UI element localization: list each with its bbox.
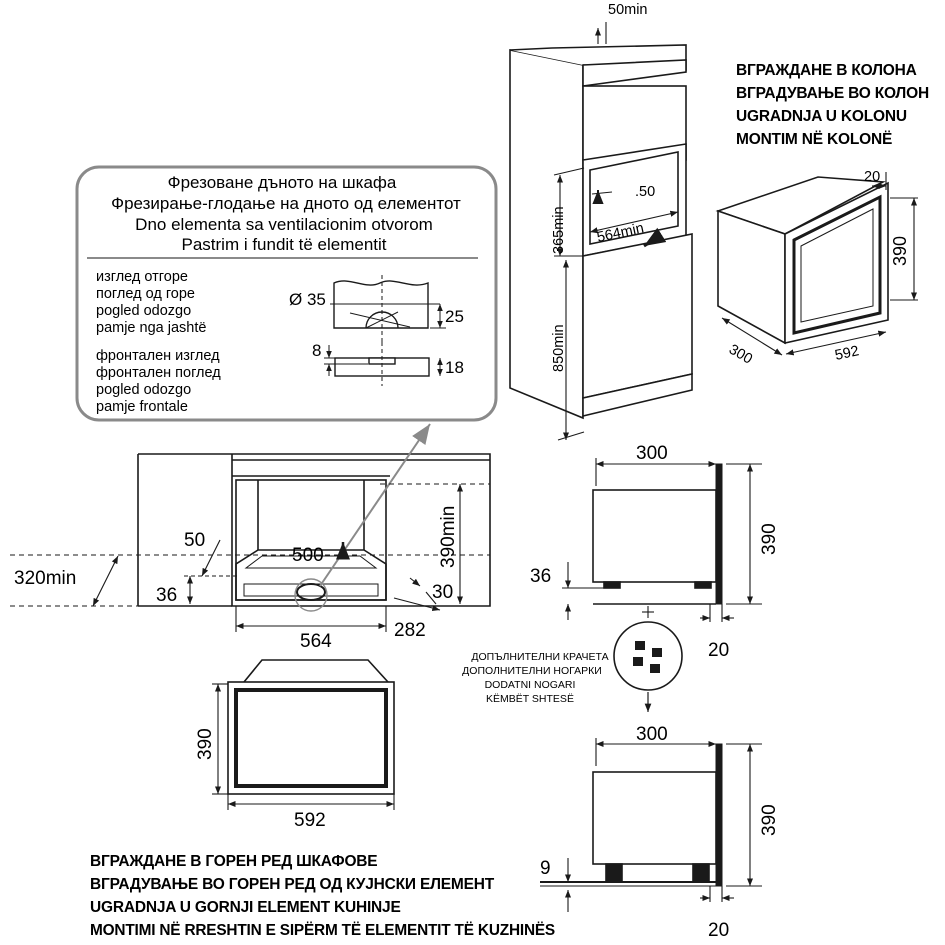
top-view-drawing: [330, 275, 446, 345]
side2-depth-300: 300: [636, 724, 668, 745]
top-gap-label: 50min: [608, 2, 648, 18]
milling-callout: Фрезоване дъното на шкафа Фрезирање-глод…: [75, 165, 498, 422]
callout-frame: [75, 165, 498, 422]
dim-30: 30: [432, 582, 453, 603]
feet-circle: [613, 621, 683, 691]
side-view-2-dimensions: [564, 738, 762, 912]
column-cabinet: [509, 44, 693, 420]
feet-label-3: DODATNI NOGARI: [485, 679, 576, 691]
top-view-label-4: pamje nga jashtë: [96, 320, 206, 336]
side1-gap-20: 20: [708, 640, 729, 661]
side1-height-390: 390: [759, 523, 780, 555]
callout-title-2: Фрезирање-глодање на дното од елементот: [111, 194, 461, 213]
vent-label: .50: [635, 184, 655, 200]
feet-label-1: ДОПЪЛНИТЕЛНИ КРАЧЕТА: [471, 651, 608, 663]
front-view-dimensions: [212, 683, 395, 810]
front-view-label-1: фронтален изглед: [96, 348, 220, 364]
foot-icon: [635, 641, 645, 650]
side1-depth-300: 300: [636, 443, 668, 464]
front-view: [227, 659, 395, 795]
top-view-label-1: изглед отгоре: [96, 269, 188, 285]
dim-390min: 390min: [438, 506, 459, 568]
side1-feet-36: 36: [530, 566, 551, 587]
dim-36: 36: [156, 585, 177, 606]
column-heading-line-2: ВГРАДУВАЊЕ ВО КОЛОН: [736, 85, 929, 102]
side2-feet-9: 9: [540, 858, 551, 879]
top-view-label-2: поглед од горе: [96, 286, 195, 302]
feet-label-2: ДОПОЛНИТЕЛНИ НОГАРКИ: [462, 665, 602, 677]
front-view-drawing: [324, 342, 443, 386]
column-heading-line-3: UGRADNJA U KOLONU: [736, 108, 907, 125]
dim-282: 282: [394, 620, 426, 641]
upper-heading: ВГРАЖДАНЕ В ГОРЕН РЕД ШКАФОВЕ ВГРАДУВАЊЕ…: [90, 853, 555, 939]
height-18-label: 18: [445, 358, 464, 377]
dim-500: 500: [292, 545, 324, 566]
column-heading-line-4: MONTIM NË KOLONË: [736, 131, 892, 148]
extra-feet-detail: [613, 621, 683, 712]
foot-icon: [652, 648, 662, 657]
front-view-label-2: фронтален поглед: [96, 365, 221, 381]
callout-title-3: Dno elementa sa ventilacionim otvorom: [135, 215, 433, 234]
callout-title-1: Фрезоване дъното на шкафа: [168, 173, 397, 192]
side-view-1-dimensions: [562, 458, 762, 622]
side-view-1: [592, 463, 723, 605]
callout-title-4: Pastrim i fundit të elementit: [181, 235, 386, 254]
column-heading-line-1: ВГРАЖДАНЕ В КОЛОНА: [736, 62, 917, 79]
base-height-label: 850min: [551, 324, 567, 372]
front-view-label-4: pamje frontale: [96, 399, 188, 415]
appliance-3d: [715, 176, 889, 345]
front-width-592: 592: [294, 810, 326, 831]
side2-gap-20: 20: [708, 920, 729, 941]
appliance-side-20: 20: [864, 169, 880, 185]
dim-320min: 320min: [14, 568, 76, 589]
front-view-label-3: pogled odozgo: [96, 382, 191, 398]
dim-50: 50: [184, 530, 205, 551]
appliance-dimensions: [721, 172, 918, 356]
upper-heading-line-4: MONTIMI NË RRESHTIN E SIPËRM TË ELEMENTI…: [90, 922, 555, 939]
appliance-height-390: 390: [890, 236, 910, 266]
niche-height-label: 365min: [551, 206, 567, 254]
column-heading: ВГРАЖДАНЕ В КОЛОНА ВГРАДУВАЊЕ ВО КОЛОН U…: [736, 62, 929, 148]
upper-cabinet-dimensions: [10, 483, 490, 632]
dim-564: 564: [300, 631, 332, 652]
appliance-width-592: 592: [834, 343, 861, 364]
upper-heading-line-1: ВГРАЖДАНЕ В ГОРЕН РЕД ШКАФОВЕ: [90, 853, 377, 870]
side-view-2: [540, 743, 723, 887]
hole-diameter-label: Ø 35: [289, 290, 326, 309]
foot-icon: [650, 664, 660, 673]
depth-8-label: 8: [312, 341, 321, 360]
upper-heading-line-2: ВГРАДУВАЊЕ ВО ГОРЕН РЕД ОД КУЈНСКИ ЕЛЕМЕ…: [90, 876, 495, 893]
appliance-depth-300: 300: [726, 342, 755, 368]
depth-25-label: 25: [445, 307, 464, 326]
feet-label-4: KËMBËT SHTESË: [486, 693, 574, 705]
upper-heading-line-3: UGRADNJA U GORNJI ELEMENT KUHINJE: [90, 899, 401, 916]
front-height-390: 390: [195, 728, 216, 760]
column-dimensions: [553, 22, 679, 441]
side2-height-390: 390: [759, 804, 780, 836]
top-view-label-3: pogled odozgo: [96, 303, 191, 319]
foot-icon: [633, 657, 643, 666]
